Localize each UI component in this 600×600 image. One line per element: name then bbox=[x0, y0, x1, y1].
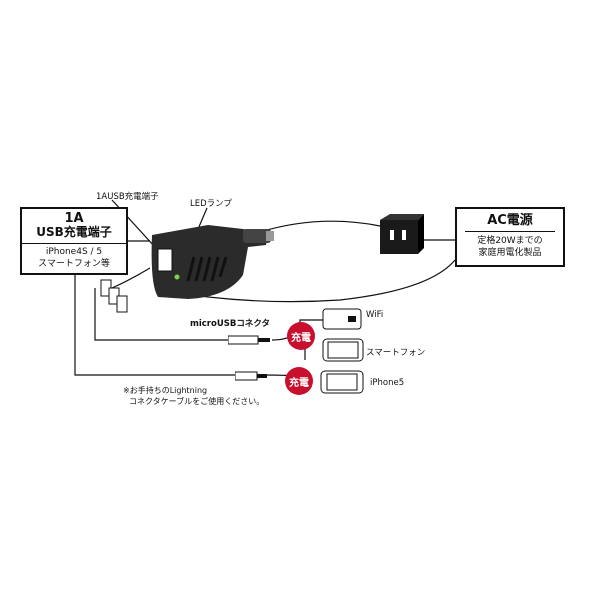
usb-info-compat: iPhone4S / 5 bbox=[22, 243, 126, 258]
usb-info-box: 1A USB充電端子 iPhone4S / 5 スマートフォン等 bbox=[20, 207, 128, 275]
charge-badge: 充電 bbox=[287, 322, 315, 350]
wifi-router-icon bbox=[322, 308, 362, 330]
usb-info-amperage: 1A bbox=[64, 211, 84, 226]
device-label-iphone: iPhone5 bbox=[370, 378, 405, 388]
usb-port-callout: 1AUSB充電端子 bbox=[96, 192, 159, 202]
ac-info-box: AC電源 定格20Wまでの 家庭用電化製品 bbox=[455, 207, 565, 267]
lightning-note-line1: ※お手持ちのLightning bbox=[123, 386, 208, 395]
car-charger-image bbox=[151, 225, 274, 299]
charge-badge: 充電 bbox=[285, 367, 313, 395]
ac-info-rating: 定格20Wまでの bbox=[477, 236, 543, 246]
ac-outlet-image bbox=[380, 214, 424, 254]
ac-info-usage: 家庭用電化製品 bbox=[478, 248, 542, 258]
lightning-note: ※お手持ちのLightning コネクタケーブルをご使用ください。 bbox=[123, 385, 264, 407]
usb-info-title: USB充電端子 bbox=[36, 225, 112, 239]
usb-plug-image bbox=[100, 279, 128, 313]
led-callout: LEDランプ bbox=[190, 199, 232, 209]
micro-usb-plug-image bbox=[228, 335, 270, 345]
lightning-plug-image bbox=[235, 371, 267, 381]
device-label-wifi: WiFi bbox=[366, 310, 384, 320]
ac-info-title: AC電源 bbox=[465, 213, 555, 232]
iphone-icon bbox=[320, 370, 364, 394]
device-label-smartphone: スマートフォン bbox=[366, 348, 426, 358]
usb-info-devices: スマートフォン等 bbox=[38, 259, 110, 269]
micro-usb-callout: microUSBコネクタ bbox=[190, 319, 271, 329]
lightning-note-line2: コネクタケーブルをご使用ください。 bbox=[129, 397, 265, 406]
smartphone-icon bbox=[322, 338, 364, 362]
